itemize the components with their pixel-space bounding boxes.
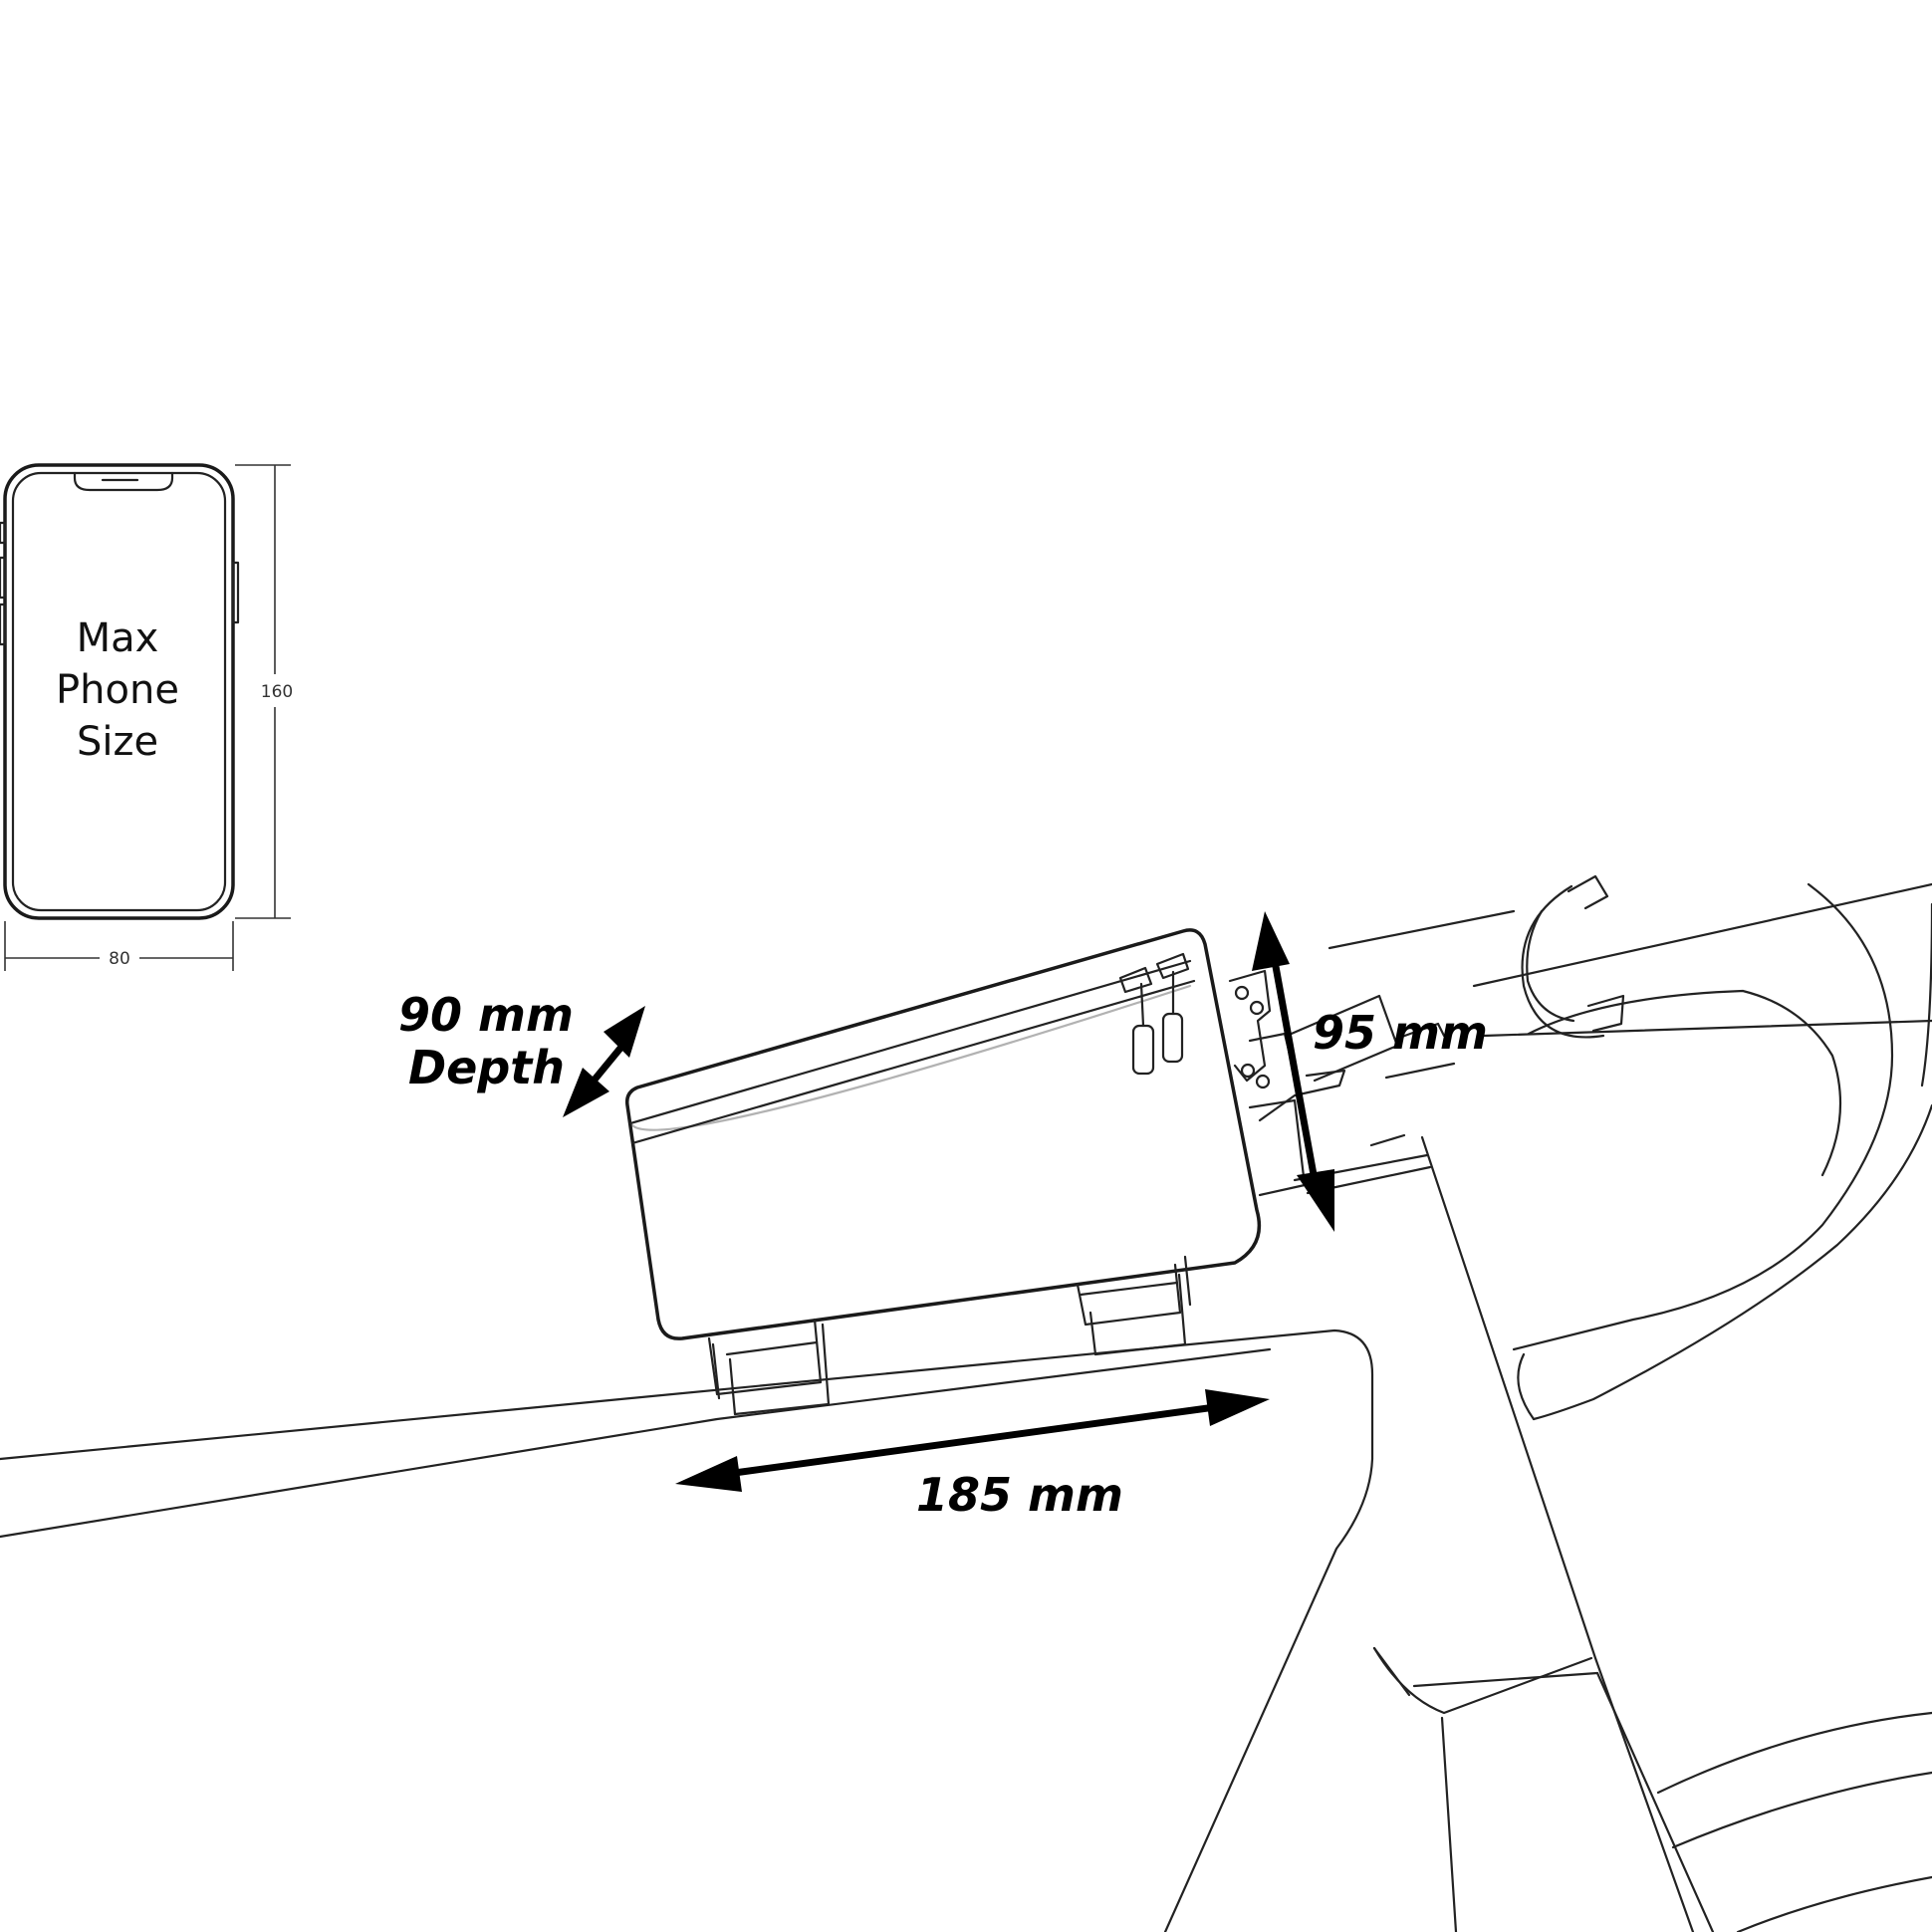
phone-width-value: 80	[109, 949, 130, 969]
phone-label-line-2: Phone	[56, 667, 179, 713]
phone-outline-icon	[0, 463, 240, 920]
height-value-label: 95 mm	[1313, 1006, 1488, 1060]
length-value-label: 185 mm	[916, 1468, 1123, 1522]
depth-arrow-icon	[563, 1006, 645, 1117]
phone-width-dimension-line	[4, 921, 234, 971]
phone-label-line-1: Max	[77, 615, 159, 661]
top-tube-bag-icon	[624, 928, 1307, 1340]
depth-value-label: 90 mm	[398, 988, 574, 1042]
phone-label-line-3: Size	[77, 719, 158, 765]
zipper-icon	[1118, 952, 1190, 1076]
bicycle-frame-icon	[0, 909, 1932, 1932]
strap-icon	[707, 1255, 1192, 1416]
length-arrow-icon	[675, 1389, 1270, 1492]
height-arrow-icon	[1252, 911, 1334, 1232]
phone-height-value: 160	[261, 682, 293, 702]
phone-height-dimension-line	[235, 464, 291, 919]
handlebar-icon	[1472, 874, 1932, 1421]
depth-text-label: Depth	[408, 1041, 565, 1094]
